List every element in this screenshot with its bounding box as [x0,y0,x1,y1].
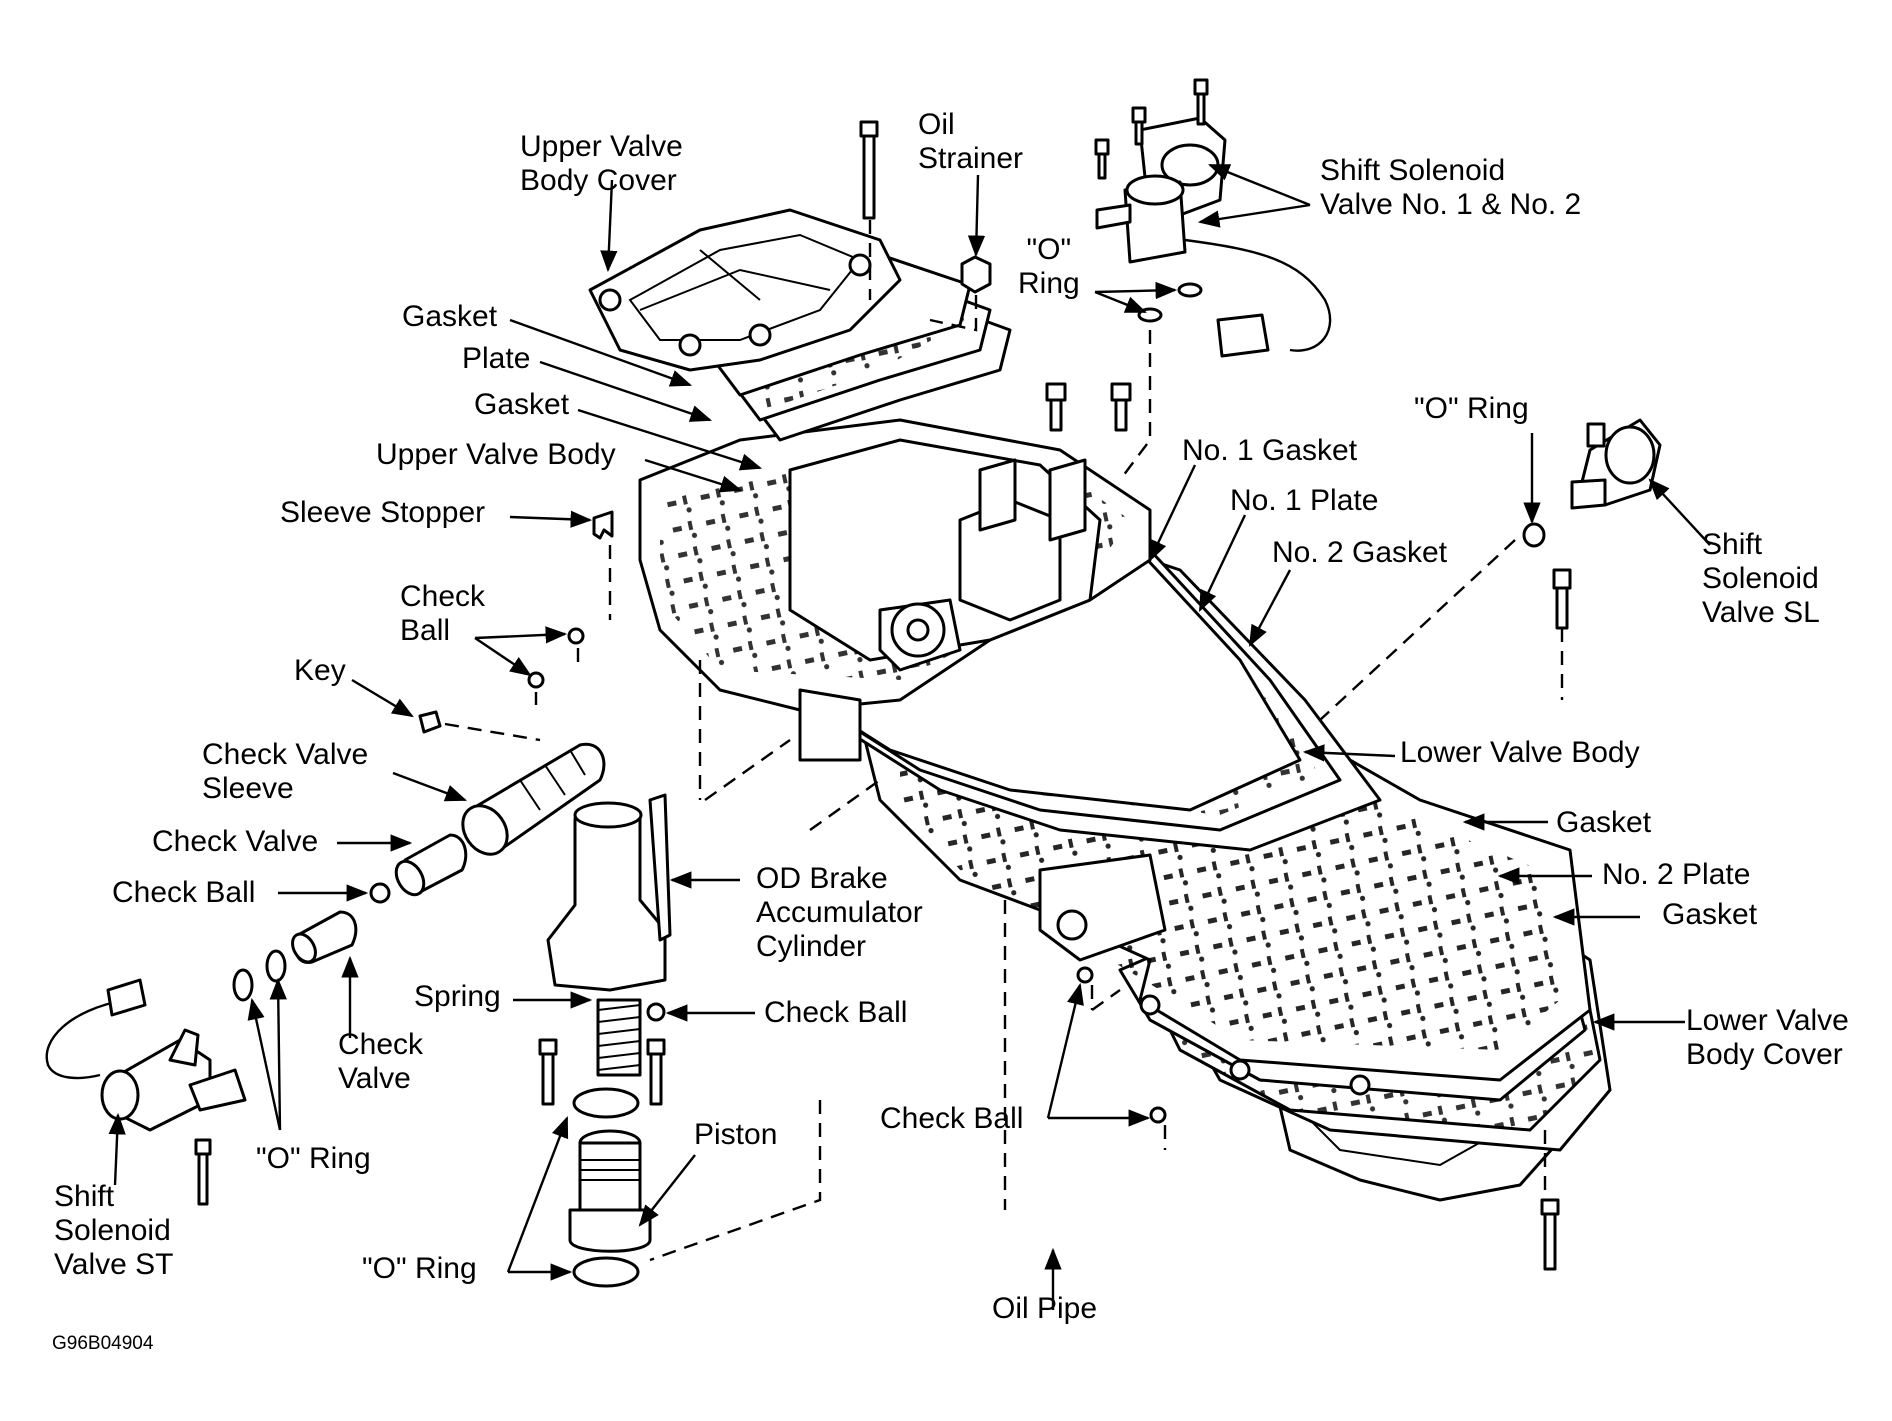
label-o-ring-bottom: "O" Ring [362,1252,477,1285]
label-check-ball-3: Check Ball [764,996,908,1029]
label-check-valve-sleeve: Check Valve Sleeve [202,738,369,805]
key [418,710,442,734]
label-o-ring-right: "O" Ring [1414,392,1529,425]
alignment-lines [444,220,1564,1262]
label-check-ball-1: Check Ball [400,580,486,647]
bolt-upper-body-2 [1110,382,1132,432]
check-valve-2 [291,910,358,964]
label-shift-solenoid-valve-st: Shift Solenoid Valve ST [54,1180,174,1281]
label-o-ring-left: "O" Ring [256,1142,371,1175]
shift-solenoid-valve-st [45,978,247,1206]
label-shift-solenoid-valve-1-2: Shift Solenoid Valve No. 1 & No. 2 [1320,154,1582,221]
check-valve-sleeve [461,742,606,856]
piston [568,1129,652,1253]
label-gasket-1: Gasket [402,300,498,333]
label-lower-valve-body-cover: Lower Valve Body Cover [1686,1004,1849,1071]
label-no1-plate: No. 1 Plate [1230,484,1379,517]
check-ball-4 [1076,966,1167,1124]
o-ring-bottom [572,1087,640,1288]
label-key: Key [294,654,346,687]
bolt-accumulator-2 [646,1038,666,1106]
label-sleeve-stopper: Sleeve Stopper [280,496,486,529]
label-shift-solenoid-valve-sl: Shift Solenoid Valve SL [1702,528,1820,629]
label-oil-pipe: Oil Pipe [992,1292,1098,1325]
label-gasket-2: Gasket [474,388,570,421]
bolt-accumulator-1 [538,1038,558,1106]
check-valve-1 [394,833,468,897]
spring [596,998,642,1077]
label-od-brake-accumulator-cylinder: OD Brake Accumulator Cylinder [756,862,923,963]
bolt-lower-right [1540,1198,1560,1271]
label-oil-strainer: Oil Strainer [918,108,1024,175]
label-no1-gasket: No. 1 Gasket [1182,434,1358,467]
label-o-ring-top: "O" Ring [1018,233,1080,300]
oil-strainer [960,255,992,294]
label-upper-valve-body: Upper Valve Body [376,438,616,471]
label-piston: Piston [694,1118,778,1151]
bolt-upper-body-1 [1045,382,1067,432]
label-check-ball-2: Check Ball [112,876,256,909]
label-plate: Plate [462,342,531,375]
label-gasket-4: Gasket [1662,898,1758,931]
oil-pipe [917,1190,1078,1285]
label-check-valve-2: Check Valve [338,1028,424,1095]
label-check-valve-1: Check Valve [152,825,319,858]
upper-valve-body [638,418,1152,762]
o-ring-left [232,949,287,1002]
label-upper-valve-body-cover: Upper Valve Body Cover [520,130,683,197]
od-brake-accumulator-cylinder [546,793,672,1022]
check-ball-2 [369,882,391,904]
shift-solenoid-valve-sl [1522,418,1662,630]
label-spring: Spring [414,980,501,1013]
figure-code: G96B04904 [52,1333,154,1354]
label-check-ball-4: Check Ball [880,1102,1024,1135]
check-ball-1 [527,627,585,689]
sleeve-stopper [592,510,614,540]
shift-solenoid-valve-1-2 [1094,78,1332,358]
label-no2-plate: No. 2 Plate [1602,858,1751,891]
upper-valve-body-cover [588,208,902,372]
label-no2-gasket: No. 2 Gasket [1272,536,1448,569]
bolt-upper-cover [859,120,879,220]
leader-lines [108,163,1711,1310]
label-gasket-3: Gasket [1556,806,1652,839]
label-lower-valve-body: Lower Valve Body [1400,736,1640,769]
